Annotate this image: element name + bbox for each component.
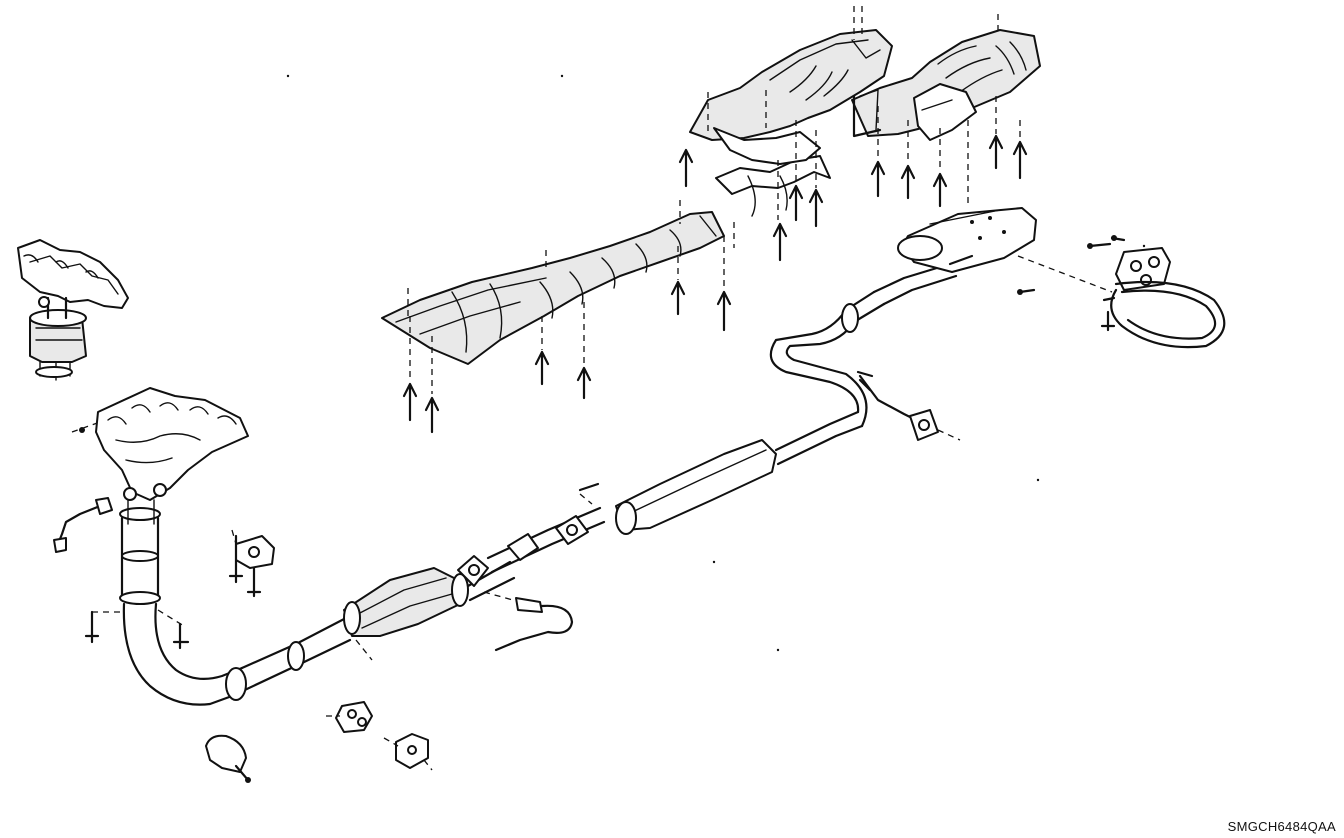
rear-hanger xyxy=(1017,235,1226,349)
rubber-hanger-2 xyxy=(383,733,433,771)
scan-specks xyxy=(286,74,1146,652)
front-muffler xyxy=(615,410,864,535)
rubber-hanger-1 xyxy=(326,701,373,733)
clamp xyxy=(205,734,251,783)
pipe-to-converter xyxy=(225,616,373,701)
figure-code: SMGCH6484QAA xyxy=(1227,819,1336,834)
rear-muffler xyxy=(897,207,1113,293)
heat-shield-rear xyxy=(678,6,1041,262)
rear-pipe xyxy=(769,262,961,441)
oxygen-sensor-front xyxy=(53,497,113,553)
oxygen-sensor-rear xyxy=(483,591,574,652)
exhaust-manifold-with-catalyst xyxy=(17,239,129,381)
hanger-bracket-front xyxy=(228,529,275,598)
exhaust-manifold xyxy=(71,387,249,501)
heat-shield-center xyxy=(381,200,732,434)
front-pipe xyxy=(84,499,244,706)
catalytic-converter xyxy=(343,560,516,637)
intermediate-pipe xyxy=(457,482,606,587)
